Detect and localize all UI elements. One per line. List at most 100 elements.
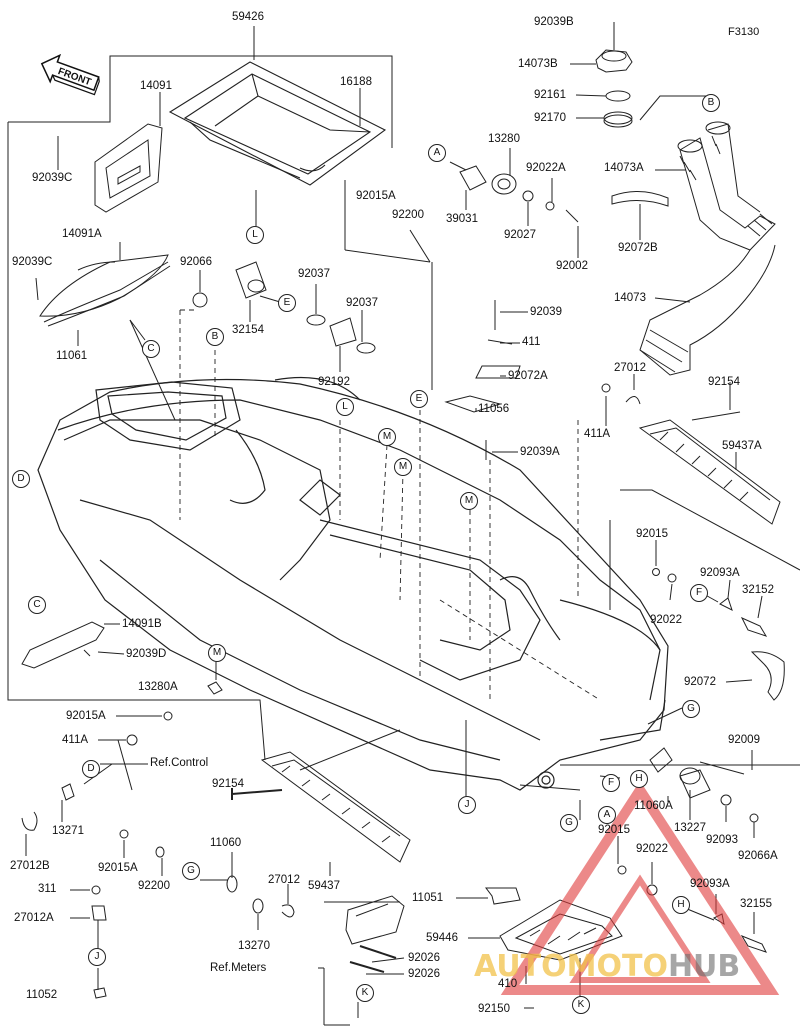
part-label: 11060A [634,800,673,812]
part-label: 14073 [614,292,646,304]
part-label: 311 [38,883,57,895]
part-label: 92026 [408,952,440,964]
ref-circle: H [630,770,648,788]
watermark-part2: HUB [668,949,740,984]
vent-cap-14073b [595,22,633,128]
hatch-cover-14091 [94,123,163,213]
ref-circle: M [394,458,412,476]
meter-bracket [345,895,405,973]
part-label: 59437A [722,440,762,452]
cover-14091b [21,621,105,669]
part-label: 14091 [140,80,172,92]
storage-bin [168,61,387,186]
front-direction-arrow: FRONT [40,53,100,96]
ref-circle: F [690,584,708,602]
watermark-triangle [500,780,780,995]
part-label: 32155 [740,898,772,910]
part-label: 92150 [478,1003,510,1015]
ref-circle: F [602,774,620,792]
part-label: 92015A [98,862,138,874]
part-label: 410 [498,978,518,990]
part-label: 411 [522,336,541,348]
part-label: 11060 [210,837,242,849]
ref-circle: A [598,806,616,824]
part-label: 92200 [138,880,170,892]
part-label: Ref.Control [150,757,209,769]
part-label: 92093 [706,834,738,846]
ref-circle: D [82,760,100,778]
bracket-11051 [485,887,521,905]
part-label: 32154 [232,324,264,336]
part-label: 92026 [408,968,440,980]
clamp-92072b [611,191,669,207]
ref-circle: G [560,814,578,832]
part-label: 92015A [66,710,106,722]
part-label: 92037 [298,268,330,280]
ref-circle: D [12,470,30,488]
hull [37,376,669,791]
frame-right [609,489,800,610]
fitting-32155 [740,934,767,953]
ref-circle: G [182,862,200,880]
part-label: 92009 [728,734,760,746]
part-label: 59426 [232,11,264,23]
part-label: 92022A [526,162,566,174]
part-label: 92022 [650,614,682,626]
fitting-11060a [649,747,673,773]
part-label: 92072A [508,370,548,382]
fitting-13227 [679,769,711,799]
ref-circle: E [278,294,296,312]
part-label: Ref.Meters [210,962,267,974]
part-label: 32152 [742,584,774,596]
ref-circle: C [28,596,46,614]
ref-circle: K [572,996,590,1014]
part-label: 59437 [308,880,340,892]
part-label: 11061 [56,350,88,362]
part-label: 27012 [268,874,300,886]
ref-circle: J [88,948,106,966]
part-label: 92161 [534,89,566,101]
part-label: 27012A [14,912,54,924]
frame-left-lower [8,699,266,761]
cap-assembly-13280 [459,165,579,223]
part-label: 92072 [684,676,716,688]
part-label: 59446 [426,932,458,944]
ref-circle: B [206,328,224,346]
part-label: 92093A [690,878,730,890]
part-label: 92170 [534,112,566,124]
part-label: 92015 [598,824,630,836]
part-label: 92015 [636,528,668,540]
part-label: 14073B [518,58,558,70]
figure-code: F3130 [728,26,760,38]
clamp-92072 [750,651,785,701]
part-label: 14091B [122,618,162,630]
part-label: 92022 [636,843,668,855]
ref-circle: E [410,390,428,408]
intake-grate-59437 [260,751,411,863]
part-label: 39031 [446,213,478,225]
part-label: 92154 [212,778,244,790]
part-label: 92039 [530,306,562,318]
part-label: 11052 [26,989,58,1001]
ref-circle: H [672,896,690,914]
bracket-11056 [444,300,521,460]
part-label: 16188 [340,76,372,88]
part-label: 11056 [478,403,510,415]
part-label: 92072B [618,242,658,254]
watermark-logo: AUTOMOTOHUB [474,949,740,984]
part-label: 14073A [604,162,644,174]
part-label: 14091A [62,228,102,240]
plug-92066 [192,292,208,308]
ref-circle: M [460,492,478,510]
ref-circle: M [378,428,396,446]
part-label: 92200 [392,209,424,221]
part-label: 92093A [700,567,740,579]
part-label: 92039C [12,256,53,268]
bolt-92154 [231,788,283,800]
part-label: 13280 [488,133,520,145]
fitting-32152 [740,616,768,637]
part-label: 13227 [674,822,706,834]
watermark-part1: AUTOMOTO [474,949,668,984]
